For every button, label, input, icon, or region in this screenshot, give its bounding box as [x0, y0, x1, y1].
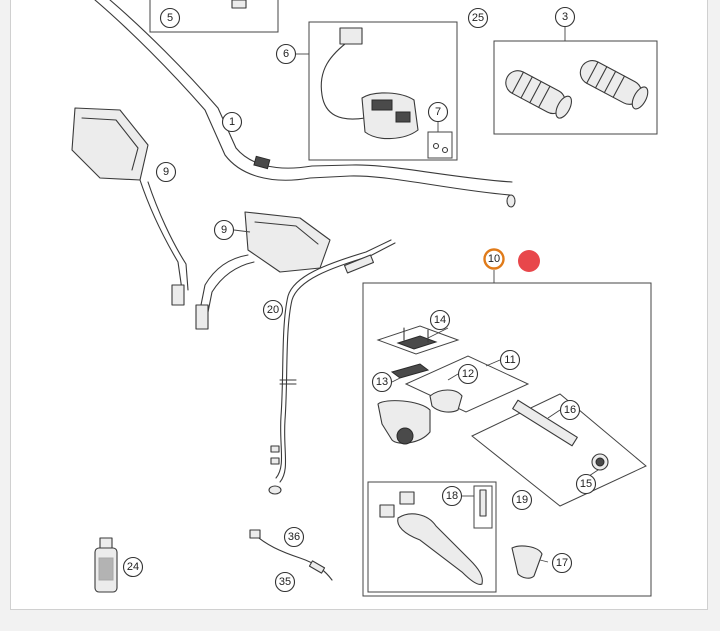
callout-17-label: 17: [556, 557, 568, 569]
callout-36-label: 36: [288, 531, 300, 543]
callout-13[interactable]: 13: [371, 371, 393, 393]
callout-6[interactable]: 6: [275, 43, 297, 65]
callout-35[interactable]: 35: [274, 571, 296, 593]
callout-3[interactable]: 3: [554, 6, 576, 28]
selection-marker-dot[interactable]: [518, 250, 540, 272]
callout-3-label: 3: [562, 11, 568, 23]
callout-14-label: 14: [434, 314, 446, 326]
callout-9-right-label: 9: [221, 224, 227, 236]
callout-25-label: 25: [472, 12, 484, 24]
cable-35-36: [249, 529, 333, 581]
callout-15[interactable]: 15: [575, 473, 597, 495]
callout-9-left[interactable]: 9: [155, 161, 177, 183]
callout-19-label: 19: [516, 494, 528, 506]
handlebar: [94, 0, 516, 208]
callout-35-label: 35: [279, 576, 291, 588]
callout-25[interactable]: 25: [467, 7, 489, 29]
callout-12[interactable]: 12: [457, 363, 479, 385]
callout-7[interactable]: 7: [427, 101, 449, 123]
callout-12-label: 12: [462, 368, 474, 380]
mirror-left: [71, 107, 189, 306]
callout-9-left-label: 9: [163, 166, 169, 178]
callout-16[interactable]: 16: [559, 399, 581, 421]
bottle-24: [94, 537, 118, 593]
callout-36[interactable]: 36: [283, 526, 305, 548]
callout-19[interactable]: 19: [511, 489, 533, 511]
callout-5[interactable]: 5: [159, 7, 181, 29]
throttle-cable: [268, 239, 396, 495]
diagram-panel: [10, 0, 708, 610]
callout-9-right[interactable]: 9: [213, 219, 235, 241]
callout-11[interactable]: 11: [499, 349, 521, 371]
callout-20[interactable]: 20: [262, 299, 284, 321]
callout-5-label: 5: [167, 12, 173, 24]
part-box-6: [308, 21, 458, 161]
callout-1[interactable]: 1: [221, 111, 243, 133]
callout-1-label: 1: [229, 116, 235, 128]
callout-20-label: 20: [267, 304, 279, 316]
callout-13-label: 13: [376, 376, 388, 388]
callout-7-label: 7: [435, 106, 441, 118]
callout-16-label: 16: [564, 404, 576, 416]
part-box-3: [493, 40, 658, 135]
callout-10[interactable]: 10: [483, 248, 505, 270]
callout-10-label: 10: [488, 253, 500, 265]
callout-18-label: 18: [446, 490, 458, 502]
callout-15-label: 15: [580, 478, 592, 490]
callout-11-label: 11: [504, 354, 515, 366]
part-box-10: [362, 270, 652, 597]
callout-14[interactable]: 14: [429, 309, 451, 331]
callout-24[interactable]: 24: [122, 556, 144, 578]
part-box-5: [149, 0, 279, 33]
callout-6-label: 6: [283, 48, 289, 60]
callout-24-label: 24: [127, 561, 139, 573]
mirror-right: [195, 211, 331, 330]
callout-17[interactable]: 17: [551, 552, 573, 574]
callout-18[interactable]: 18: [441, 485, 463, 507]
